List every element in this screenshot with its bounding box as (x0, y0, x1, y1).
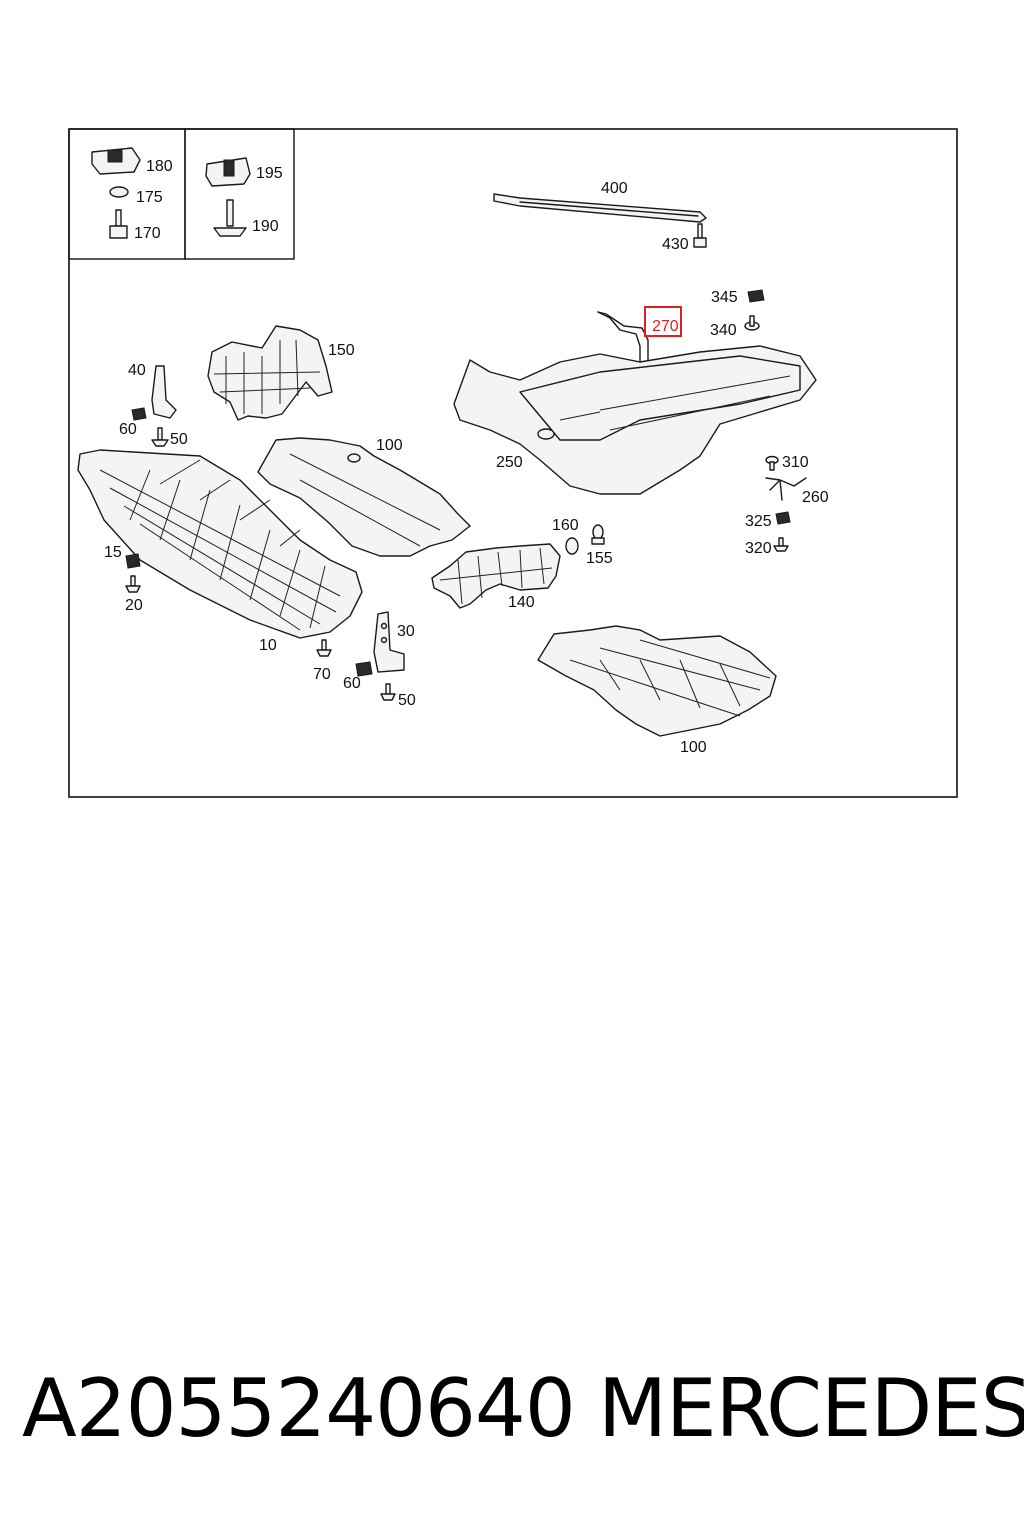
label-150: 150 (328, 342, 355, 359)
label-10: 10 (259, 637, 277, 654)
clip-325 (775, 511, 791, 525)
parts-diagram: 180 175 170 195 190 400 430 345 270 340 … (68, 128, 958, 798)
duct-housing-140 (431, 543, 561, 609)
label-140: 140 (508, 594, 535, 611)
bracket-40 (151, 365, 177, 419)
clip-60-lower (355, 661, 373, 677)
label-270: 270 (652, 318, 679, 335)
label-250: 250 (496, 454, 523, 471)
label-70: 70 (313, 666, 331, 683)
clip-345 (747, 289, 765, 303)
diagram-frame (68, 128, 958, 798)
panel-100-lower (537, 625, 777, 737)
label-60-lower: 60 (343, 675, 361, 692)
label-15: 15 (104, 544, 122, 561)
bolt-430 (693, 223, 707, 248)
fastener-310 (765, 455, 779, 471)
brand-name: MERCEDES (598, 1362, 1024, 1455)
label-190: 190 (252, 218, 279, 235)
bracket-270 (597, 311, 649, 365)
part-number: A2055240640 (22, 1362, 576, 1455)
clip-60-left (131, 407, 147, 421)
bolt-50-left (151, 427, 169, 447)
housing-150 (207, 325, 333, 421)
label-100-lower: 100 (680, 739, 707, 756)
bolt-155 (591, 524, 605, 545)
label-260: 260 (802, 489, 829, 506)
washer-160 (565, 537, 579, 555)
clip-195 (205, 157, 251, 187)
label-20: 20 (125, 597, 143, 614)
label-60-left: 60 (119, 421, 137, 438)
panel-100-upper (257, 437, 471, 557)
label-195: 195 (256, 165, 283, 182)
label-345: 345 (711, 289, 738, 306)
clip-nut-180 (91, 147, 141, 175)
bolt-320 (773, 537, 789, 552)
rivet-190 (213, 199, 247, 237)
label-310: 310 (782, 454, 809, 471)
label-155: 155 (586, 550, 613, 567)
label-175: 175 (136, 189, 163, 206)
label-430: 430 (662, 236, 689, 253)
label-50-left: 50 (170, 431, 188, 448)
underbody-panel-250 (453, 345, 817, 495)
label-100-upper: 100 (376, 437, 403, 454)
label-40: 40 (128, 362, 146, 379)
label-320: 320 (745, 540, 772, 557)
label-170: 170 (134, 225, 161, 242)
bolt-50-lower (380, 683, 396, 701)
bolt-170 (109, 209, 128, 239)
label-50-lower: 50 (398, 692, 416, 709)
bolt-20 (125, 575, 141, 593)
label-30: 30 (397, 623, 415, 640)
bracket-260 (765, 477, 807, 501)
label-180: 180 (146, 158, 173, 175)
label-160: 160 (552, 517, 579, 534)
label-325: 325 (745, 513, 772, 530)
clip-15 (125, 553, 141, 569)
fastener-340 (744, 315, 760, 331)
label-400: 400 (601, 180, 628, 197)
label-340: 340 (710, 322, 737, 339)
washer-175 (109, 186, 129, 198)
strut-bar-400 (493, 193, 707, 223)
bolt-70 (316, 639, 332, 657)
undercover-10 (77, 449, 363, 639)
inset-box-right (184, 128, 295, 260)
bracket-30 (373, 611, 405, 673)
highlight-box-270 (644, 306, 682, 337)
